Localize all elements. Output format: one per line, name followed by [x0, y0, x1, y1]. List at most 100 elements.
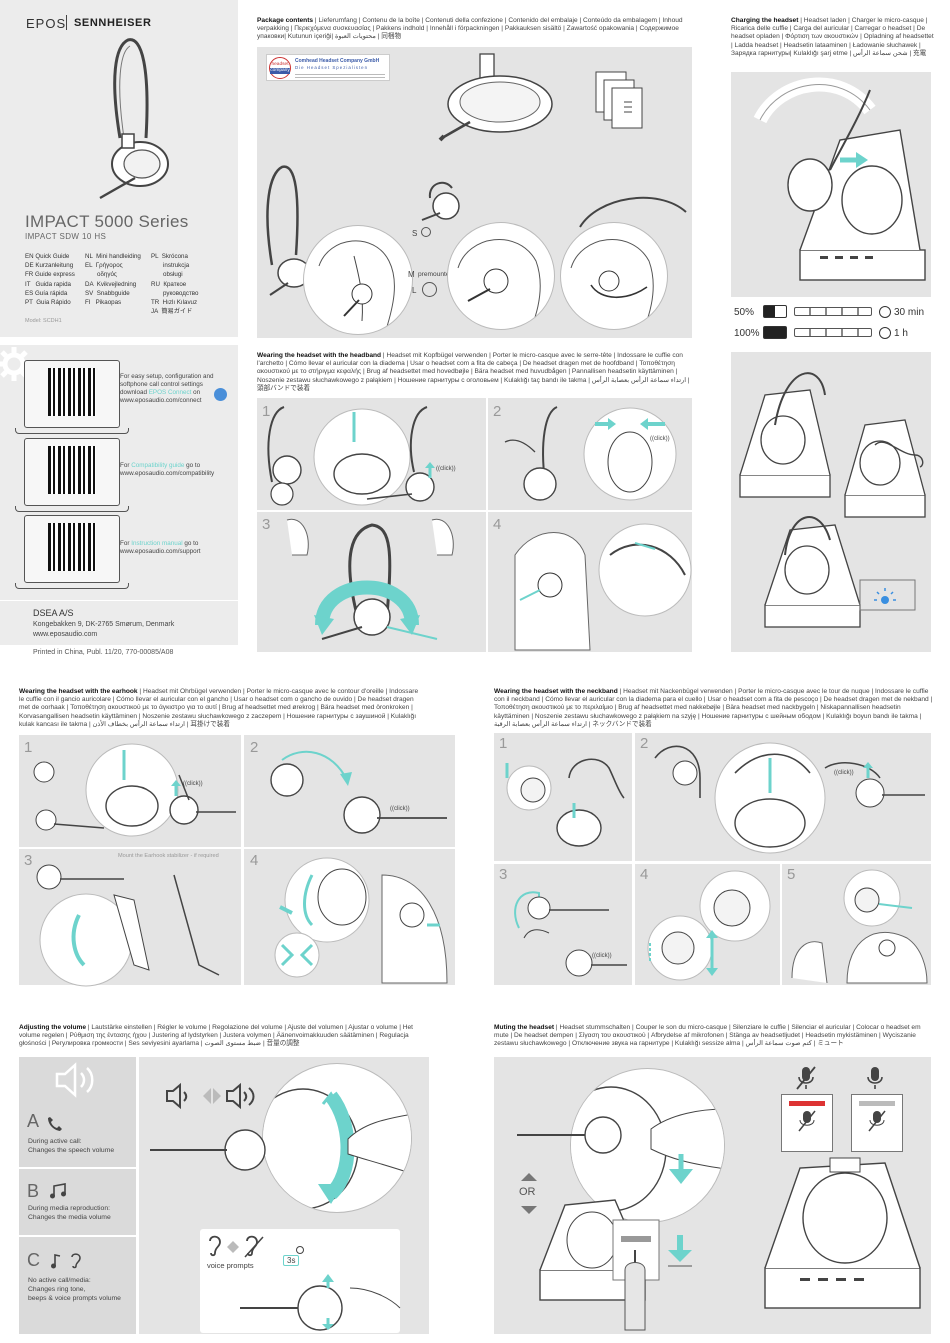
mute-header: Muting the headset | Headset stummschalt… — [494, 1024, 934, 1049]
earhook-click-1: ((click)) — [183, 781, 203, 787]
manual-text: For Instruction manual go to www.eposaud… — [120, 540, 232, 556]
muted-red-led — [789, 1101, 825, 1106]
or-arrows — [521, 1173, 537, 1214]
neckband-step3-number: 3 — [499, 866, 508, 883]
package-title: Package contents — [257, 17, 314, 24]
earhook-l-ring — [422, 282, 437, 297]
brand-sennheiser: SENNHEISER — [74, 17, 152, 29]
volume-big-circle — [262, 1063, 412, 1213]
documents-icon — [595, 71, 643, 129]
headband-step4-illustration — [514, 523, 692, 651]
connect-text-post: on www.eposaudio.com/connect — [120, 389, 202, 404]
cover-headset-illustration — [99, 38, 169, 200]
earhook-step4-number: 4 — [250, 852, 259, 869]
clock-icon-1h — [879, 327, 891, 339]
connect-text-pre: For easy setup, configuration and softph… — [120, 373, 214, 396]
earhook-stabilizer-note: Mount the Earhook stabilizer - if requir… — [118, 853, 219, 859]
mic-muted-icon — [796, 1066, 816, 1090]
mode-b-line2: Changes the media volume — [28, 1214, 111, 1221]
neckband-step3-illustration — [514, 891, 627, 977]
company-name: DSEA A/S — [33, 608, 74, 618]
dealer-address-lines — [295, 72, 385, 78]
package-headset-illustration — [438, 53, 553, 142]
earhook-s-ring — [421, 227, 431, 237]
earhook-m-label: M — [408, 270, 415, 279]
company-address: Kongebakken 9, DK-2765 Smørum, Denmark — [33, 621, 175, 628]
blue-dot-icon — [214, 388, 227, 401]
neckband-step5-illustration — [791, 869, 928, 984]
battery-full-icon — [763, 326, 787, 339]
mode-a-line1: During active call: — [28, 1138, 82, 1145]
mute-base-station — [764, 1157, 921, 1309]
headband-step2-illustration — [504, 406, 677, 501]
charge-100-label: 100% — [734, 328, 760, 339]
volume-divider-1 — [19, 1167, 136, 1169]
earhook-step1-number: 1 — [24, 739, 33, 756]
mode-b-letter: B — [27, 1181, 40, 1201]
headband-click-2: ((click)) — [650, 436, 670, 442]
mode-b-line1: During media reproduction: — [28, 1205, 110, 1212]
language-list-2: NL Mini handleiding EL Γρήγορος οδηγός D… — [85, 253, 141, 307]
package-head-circle-2 — [447, 222, 555, 330]
or-label: OR — [519, 1186, 536, 1198]
earhook-l-label: L — [412, 286, 417, 295]
volume-title-langs: | Lautstärke einstellen | Régler le volu… — [19, 1024, 413, 1048]
package-head-circle-1 — [303, 225, 413, 335]
printed-info: Printed in China, Publ. 11/20, 770-00085… — [33, 649, 174, 656]
charging-header: Charging the headset | Headset laden | C… — [731, 17, 936, 58]
package-title-langs: | Lieferumfang | Contenu de la boîte | C… — [257, 17, 683, 41]
clock-icon-30 — [879, 306, 891, 318]
qr-code-compatibility[interactable] — [48, 446, 96, 494]
qr-code-connect[interactable] — [48, 368, 96, 416]
charge-bar-50 — [794, 307, 872, 316]
clock-icon — [296, 1246, 304, 1254]
earhook-header: Wearing the headset with the earhook | H… — [19, 688, 419, 729]
music-note-icon — [50, 1183, 66, 1199]
mode-a-letter: A — [27, 1111, 40, 1131]
charge-50-label: 50% — [734, 307, 755, 318]
brand-divider — [66, 15, 67, 30]
neckband-step1-illustration — [505, 758, 625, 847]
muted-card-icon — [798, 1110, 816, 1132]
neckband-header: Wearing the headset with the neckband | … — [494, 688, 934, 729]
headband-headset-illustration — [266, 165, 311, 296]
earhook-step3-number: 3 — [24, 852, 33, 869]
volume-divider-2 — [19, 1235, 136, 1237]
mute-big-circle — [570, 1068, 725, 1223]
headband-step1-number: 1 — [262, 403, 271, 420]
epos-connect-link[interactable]: EPOS Connect — [148, 389, 192, 396]
charge-1h: 1 h — [894, 328, 908, 339]
charging-title: Charging the headset — [731, 17, 799, 24]
battery-half-icon — [763, 305, 787, 318]
dealer-name: Comhead Headset Company GmbH — [295, 58, 380, 64]
speaker-volume-icon — [55, 1062, 94, 1098]
volume-headset-side — [150, 1129, 266, 1171]
headband-click-1: ((click)) — [436, 466, 456, 472]
manual-text-post: go to www.eposaudio.com/support — [120, 540, 201, 555]
neckband-title: Wearing the headset with the neckband — [494, 688, 618, 695]
neckband-click-2: ((click)) — [592, 953, 612, 959]
earhook-step2-illustration — [270, 750, 447, 834]
phone-icon — [48, 1117, 62, 1131]
earhook-step2-number: 2 — [250, 739, 259, 756]
mute-headset-side — [517, 1116, 622, 1154]
note-ear-icon — [51, 1253, 81, 1269]
mute-title: Muting the headset — [494, 1024, 555, 1031]
qr-code-manual[interactable] — [48, 523, 96, 571]
compatibility-guide-link[interactable]: Compatibility guide — [131, 462, 185, 469]
volume-header: Adjusting the volume | Lautstärke einste… — [19, 1024, 429, 1049]
mic-icon — [867, 1067, 883, 1089]
company-panel — [0, 601, 238, 645]
earhook-illustration — [421, 181, 460, 221]
headband-step1-illustration — [267, 406, 435, 506]
neckband-step2-number: 2 — [640, 735, 649, 752]
instruction-manual-link[interactable]: Instruction manual — [131, 540, 183, 547]
mode-c-line2: Changes ring tone, — [28, 1286, 86, 1293]
headband-title: Wearing the headset with the headband — [257, 352, 382, 359]
voice-prompts-label: voice prompts — [207, 1261, 254, 1270]
neckband-step1-number: 1 — [499, 735, 508, 752]
product-title: IMPACT 5000 Series — [25, 212, 189, 231]
unmuted-card-icon — [868, 1110, 886, 1132]
voice-prompt-illustration — [240, 1274, 401, 1331]
earhook-step1-illustration — [33, 743, 236, 837]
